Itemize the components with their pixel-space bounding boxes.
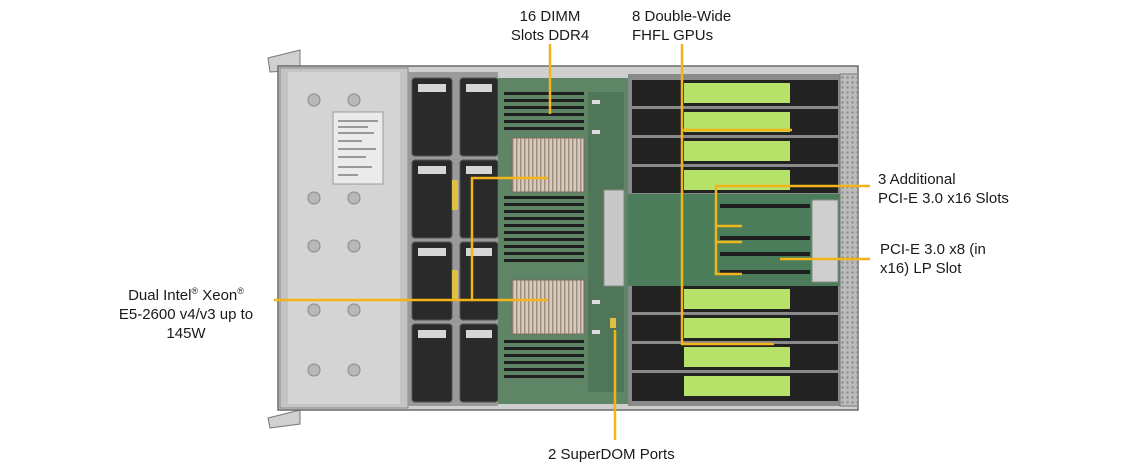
fan-bay xyxy=(408,72,499,406)
label-pcie-x8: PCI-E 3.0 x8 (in x16) LP Slot xyxy=(880,240,986,278)
label-gpus: 8 Double-Wide FHFL GPUs xyxy=(632,7,731,45)
label-cpu-line3: 145W xyxy=(166,325,206,342)
label-gpu-line1: 8 Double-Wide xyxy=(632,8,732,25)
label-dimm-slots: 16 DIMM Slots DDR4 xyxy=(500,7,600,45)
callout-gpu xyxy=(680,44,774,346)
cpu-heatsink-1 xyxy=(511,137,585,193)
label-pcie-x8-line1: PCI-E 3.0 x8 (in xyxy=(880,241,986,258)
chipset-area xyxy=(588,92,625,392)
label-pcie-x16-line1: 3 Additional xyxy=(878,171,956,188)
label-cpu-line1: Dual Intel® Xeon® xyxy=(96,286,276,305)
label-cpu-part1: Dual Intel xyxy=(128,287,192,304)
label-pcie-x16-line2: PCI-E 3.0 x16 Slots xyxy=(878,190,1009,207)
label-pcie-x16: 3 Additional PCI-E 3.0 x16 Slots xyxy=(878,170,1009,208)
callout-cpu xyxy=(274,176,548,302)
label-cpu-line2: E5-2600 v4/v3 up to xyxy=(118,306,254,323)
callout-pcie-x16 xyxy=(714,184,870,276)
front-panel xyxy=(279,67,409,409)
registered-mark-2: ® xyxy=(237,286,244,296)
label-cpu-part2: Xeon xyxy=(198,287,238,304)
dimm-slots xyxy=(504,92,584,378)
label-cpu: Dual Intel® Xeon® E5-2600 v4/v3 up to 14… xyxy=(96,286,276,343)
label-pcie-x8-line2: x16) LP Slot xyxy=(880,260,962,277)
label-dimm-line2: Slots DDR4 xyxy=(510,27,590,44)
label-dimm-line1: 16 DIMM xyxy=(519,8,581,25)
callout-lines xyxy=(274,44,870,440)
label-superdom: 2 SuperDOM Ports xyxy=(548,445,675,464)
rear-io-panel xyxy=(839,73,859,407)
label-superdom-line1: 2 SuperDOM Ports xyxy=(548,446,675,463)
label-gpu-line2: FHFL GPUs xyxy=(632,27,714,44)
rack-ear-bottom xyxy=(267,409,301,429)
cpu-heatsink-2 xyxy=(511,279,585,335)
registered-mark-1: ® xyxy=(191,286,199,296)
